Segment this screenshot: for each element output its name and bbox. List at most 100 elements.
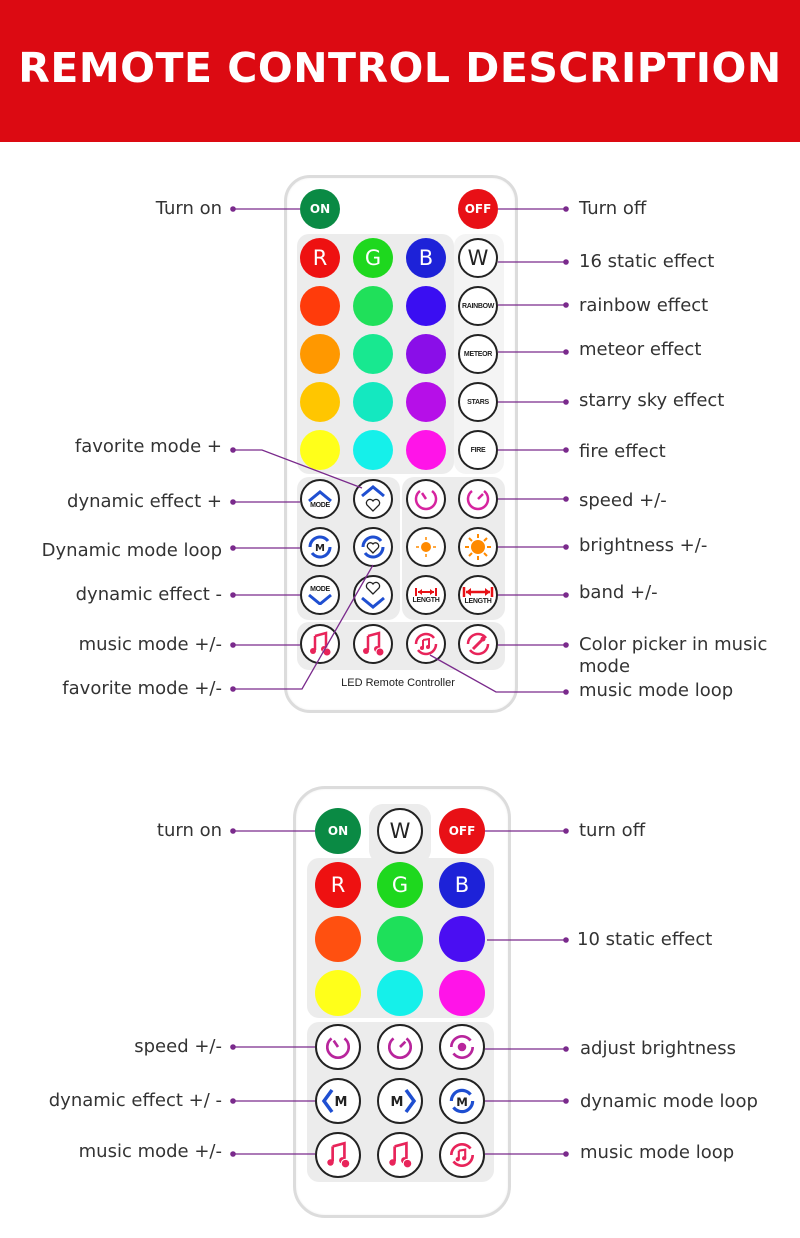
red-button[interactable]: R	[300, 238, 340, 278]
label-music-mode-loop-2: music mode loop	[580, 1142, 735, 1163]
label-static-effect-2: 10 static effect	[577, 929, 713, 950]
blue-button[interactable]: B	[439, 862, 485, 908]
off-button[interactable]: OFF	[439, 808, 485, 854]
color-swatch[interactable]	[353, 334, 393, 374]
label-turn-off: Turn off	[579, 198, 647, 219]
white-button[interactable]: W	[377, 808, 423, 854]
music-note-icon	[310, 631, 332, 657]
dynamic-down-button[interactable]: M	[315, 1078, 361, 1124]
band-down-button[interactable]: LENGTH	[406, 575, 446, 615]
favorite-up-button[interactable]	[353, 479, 393, 519]
band-short-icon	[415, 587, 437, 596]
color-swatch[interactable]	[315, 970, 361, 1016]
white-button[interactable]: W	[458, 238, 498, 278]
color-swatch[interactable]	[377, 916, 423, 962]
music-loop-button[interactable]	[439, 1132, 485, 1178]
color-swatch[interactable]	[439, 916, 485, 962]
speed-icon	[387, 1037, 413, 1060]
music-down-button[interactable]	[315, 1132, 361, 1178]
speed-down-button[interactable]	[315, 1024, 361, 1070]
chevron-right-icon: M	[391, 1088, 417, 1114]
color-swatch[interactable]	[300, 286, 340, 326]
label-starry-sky-effect: starry sky effect	[579, 390, 725, 411]
sun-large-icon	[465, 534, 491, 560]
label-static-effect: 16 static effect	[579, 251, 715, 272]
speed-up-button[interactable]	[377, 1024, 423, 1070]
music-up-button[interactable]	[377, 1132, 423, 1178]
favorite-down-button[interactable]	[353, 575, 393, 615]
label-meteor-effect: meteor effect	[579, 339, 702, 360]
red-button[interactable]: R	[315, 862, 361, 908]
color-swatch[interactable]	[315, 916, 361, 962]
brightness-loop-button[interactable]	[439, 1024, 485, 1070]
color-swatch[interactable]	[406, 382, 446, 422]
label-band: band +/-	[579, 582, 658, 603]
label-turn-on-2: turn on	[156, 820, 222, 841]
label-dynamic-effect-2: dynamic effect +/ -	[48, 1090, 222, 1111]
band-up-button[interactable]: LENGTH	[458, 575, 498, 615]
stars-button[interactable]: STARS	[458, 382, 498, 422]
blue-button[interactable]: B	[406, 238, 446, 278]
on-button[interactable]: ON	[300, 189, 340, 229]
label-dynamic-effect-minus: dynamic effect -	[75, 584, 222, 605]
dynamic-up-button[interactable]: M	[377, 1078, 423, 1124]
music-note-icon	[327, 1141, 351, 1169]
label-favorite-mode-plus: favorite mode +	[74, 436, 222, 457]
svg-text:M: M	[391, 1095, 404, 1110]
mode-loop-icon: M	[449, 1088, 475, 1114]
mode-loop-icon: M	[308, 535, 332, 559]
page-title: REMOTE CONTROL DESCRIPTION	[18, 44, 782, 92]
fire-button[interactable]: FIRE	[458, 430, 498, 470]
favorite-loop-button[interactable]	[353, 527, 393, 567]
color-swatch[interactable]	[353, 382, 393, 422]
chevron-down-icon	[308, 593, 332, 605]
music-loop-icon	[450, 1143, 474, 1167]
heart-loop-icon	[361, 535, 385, 559]
band-long-icon	[462, 586, 494, 597]
heart-up-icon	[361, 485, 385, 512]
green-button[interactable]: G	[353, 238, 393, 278]
off-button[interactable]: OFF	[458, 189, 498, 229]
color-swatch[interactable]	[406, 430, 446, 470]
color-swatch[interactable]	[353, 286, 393, 326]
color-swatch[interactable]	[353, 430, 393, 470]
label-dynamic-mode-loop: Dynamic mode loop	[41, 540, 222, 561]
music-note-icon	[363, 631, 385, 657]
color-swatch[interactable]	[300, 430, 340, 470]
label-music-mode: music mode +/-	[78, 634, 222, 655]
brightness-down-button[interactable]	[406, 527, 446, 567]
color-picker-icon	[466, 632, 490, 656]
color-swatch[interactable]	[300, 334, 340, 374]
music-note-icon	[389, 1141, 413, 1169]
label-music-mode-loop: music mode loop	[579, 680, 734, 701]
mode-up-button[interactable]: MODE	[300, 479, 340, 519]
rainbow-button[interactable]: RAINBOW	[458, 286, 498, 326]
on-button[interactable]: ON	[315, 808, 361, 854]
color-swatch[interactable]	[406, 286, 446, 326]
dynamic-loop-button[interactable]: M	[300, 527, 340, 567]
dynamic-loop-button[interactable]: M	[439, 1078, 485, 1124]
color-swatch[interactable]	[406, 334, 446, 374]
speed-up-button[interactable]	[458, 479, 498, 519]
label-adjust-brightness: adjust brightness	[580, 1038, 736, 1059]
chevron-up-icon	[308, 489, 332, 502]
mode-down-button[interactable]: MODE	[300, 575, 340, 615]
meteor-button[interactable]: METEOR	[458, 334, 498, 374]
brightness-up-button[interactable]	[458, 527, 498, 567]
color-picker-button[interactable]	[458, 624, 498, 664]
svg-text:M: M	[315, 543, 325, 554]
label-fire-effect: fire effect	[579, 441, 666, 462]
green-button[interactable]: G	[377, 862, 423, 908]
heart-down-icon	[361, 581, 385, 609]
color-swatch[interactable]	[377, 970, 423, 1016]
speed-icon	[414, 490, 438, 511]
remote-caption: LED Remote Controller	[341, 677, 455, 689]
color-swatch[interactable]	[439, 970, 485, 1016]
music-down-button[interactable]	[300, 624, 340, 664]
music-loop-button[interactable]	[406, 624, 446, 664]
color-swatch[interactable]	[300, 382, 340, 422]
speed-down-button[interactable]	[406, 479, 446, 519]
speed-icon	[325, 1037, 351, 1060]
music-up-button[interactable]	[353, 624, 393, 664]
